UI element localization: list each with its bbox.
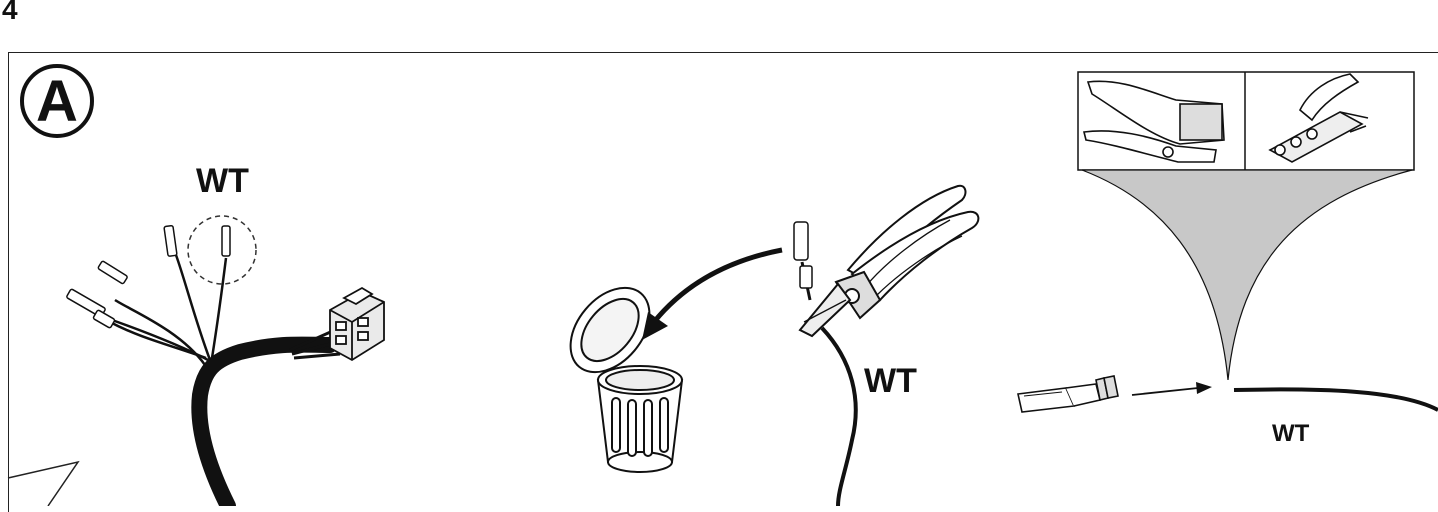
wire-harness-icon <box>66 225 340 506</box>
cut-wire-icon <box>794 222 856 506</box>
side-cutter-pliers-icon <box>800 186 978 336</box>
funnel-shape <box>1082 170 1412 380</box>
connector-block-icon <box>330 288 384 360</box>
terminal-wire-label: WT <box>1272 420 1309 448</box>
arrow-to-bin-icon <box>642 250 782 340</box>
wire-end-icon <box>1234 389 1438 410</box>
harness-wire-label: WT <box>196 162 249 201</box>
cutter-wire-label: WT <box>864 362 917 401</box>
trash-bin-icon <box>555 273 682 472</box>
arrow-to-wire-icon <box>1132 382 1212 395</box>
crimp-terminal-icon <box>1018 376 1118 412</box>
corner-mark <box>8 462 78 506</box>
